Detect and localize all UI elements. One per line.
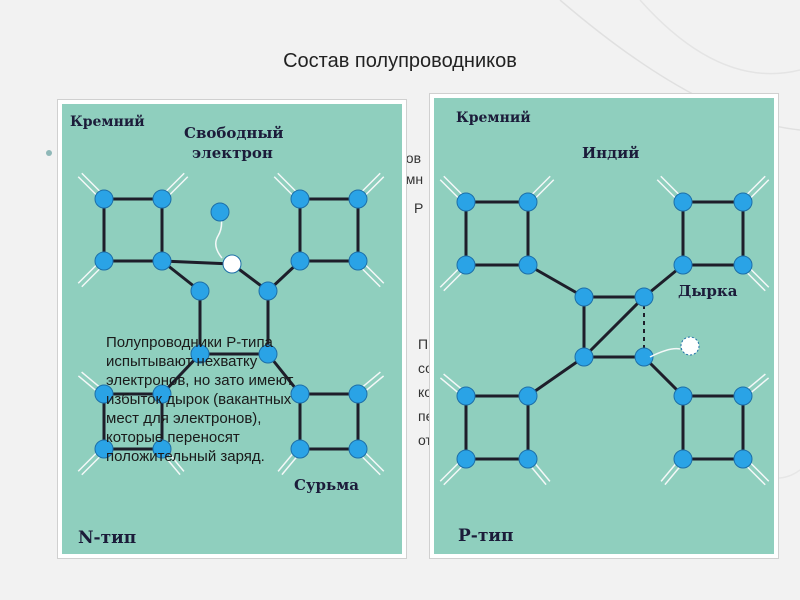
silicon-atom (291, 252, 309, 270)
silicon-label: Кремний (70, 114, 145, 130)
silicon-atom (349, 385, 367, 403)
silicon-atom (674, 193, 692, 211)
silicon-atom (95, 252, 113, 270)
caption-line: положительный заряд. (106, 447, 293, 466)
free-electron-label-line2: электрон (192, 144, 273, 162)
silicon-atom (575, 348, 593, 366)
hole (681, 337, 699, 355)
caption-line: Полупроводники Р-типа (106, 333, 293, 352)
silicon-atom (153, 252, 171, 270)
silicon-atom (349, 252, 367, 270)
p-type-label: Р-тип (458, 526, 513, 546)
silicon-atom (457, 387, 475, 405)
silicon-atom (519, 450, 537, 468)
silicon-atom (153, 190, 171, 208)
silicon-atom (457, 450, 475, 468)
free-electron (211, 203, 229, 221)
silicon-atom (734, 387, 752, 405)
silicon-atom (734, 256, 752, 274)
silicon-atom (291, 385, 309, 403)
antimony-label: Сурьма (294, 476, 359, 494)
silicon-atom (191, 282, 209, 300)
caption-line: испытывают нехватку (106, 352, 293, 371)
silicon-atom (349, 440, 367, 458)
silicon-atom (457, 193, 475, 211)
background-text-fragment: Р (414, 195, 423, 221)
hole-label: Дырка (678, 282, 737, 300)
silicon-atom (291, 440, 309, 458)
free-electron-label-line1: Свободный (184, 124, 284, 142)
caption-line: которые переносят (106, 428, 293, 447)
silicon-atom (674, 256, 692, 274)
electron-trail (650, 349, 680, 357)
bullet-dot (46, 150, 52, 156)
indium-label: Индий (582, 144, 639, 162)
silicon-label: Кремний (456, 110, 531, 126)
silicon-atom (519, 193, 537, 211)
caption-text: Полупроводники Р-типа испытывают нехватк… (106, 333, 293, 466)
covalent-bond (528, 265, 584, 297)
caption-line: мест для электронов), (106, 409, 293, 428)
covalent-bond (162, 261, 232, 264)
silicon-atom (95, 190, 113, 208)
silicon-atom (349, 190, 367, 208)
caption-line: электронов, но зато имеют (106, 371, 293, 390)
silicon-atom (457, 256, 475, 274)
background-text-fragment: П (418, 332, 428, 356)
covalent-bond (528, 357, 584, 396)
silicon-atom (674, 450, 692, 468)
silicon-atom (635, 288, 653, 306)
caption-line: избыток дырок (вакантных (106, 390, 293, 409)
p-type-lattice-panel: Кремний Индий Дырка Р-тип (430, 94, 778, 558)
covalent-bond (584, 297, 644, 357)
silicon-atom (575, 288, 593, 306)
n-type-lattice-panel: Кремний Свободный электрон Сурьма N-тип (58, 100, 406, 558)
silicon-atom (291, 190, 309, 208)
silicon-atom (519, 387, 537, 405)
p-type-lattice-diagram (434, 98, 774, 554)
silicon-atom (734, 193, 752, 211)
silicon-atom (734, 450, 752, 468)
n-type-label: N-тип (78, 528, 136, 548)
silicon-atom (259, 282, 277, 300)
slide-title: Состав полупроводников (0, 50, 800, 73)
silicon-atom (519, 256, 537, 274)
silicon-atom (674, 387, 692, 405)
antimony-atom (223, 255, 241, 273)
